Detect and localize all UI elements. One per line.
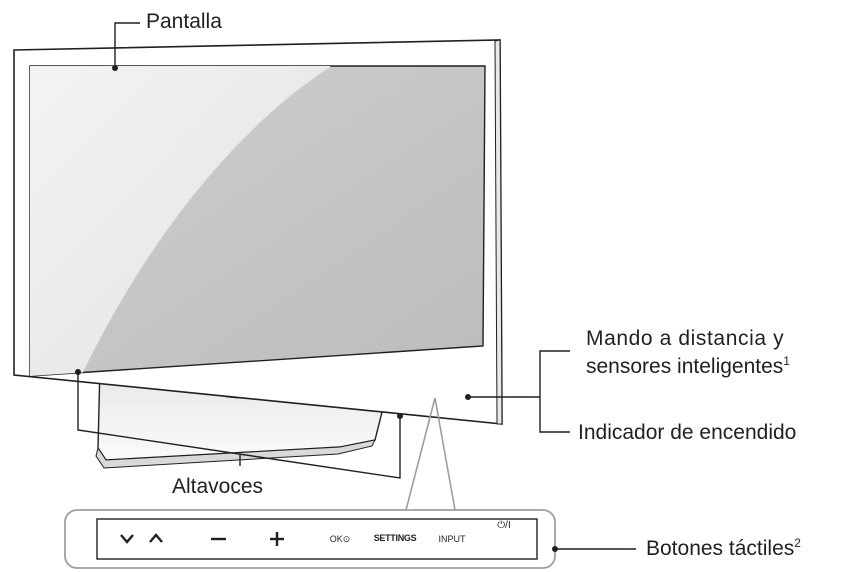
- chevron-up-icon: [149, 533, 163, 543]
- label-pantalla: Pantalla: [146, 10, 222, 33]
- sensor-callout-dot: [465, 394, 471, 400]
- speaker-right-dot: [397, 413, 403, 419]
- label-remote-sensor-line1: Mando a distancia y: [586, 327, 785, 350]
- chevron-down-icon: [120, 534, 134, 544]
- footnote-2: 2: [794, 536, 801, 550]
- label-touch-buttons: Botones táctiles2: [646, 537, 801, 561]
- remote-sensor-text: sensores inteligentes: [586, 355, 784, 378]
- sensor-callout: [468, 350, 570, 433]
- speaker-left-dot: [75, 369, 81, 375]
- touch-button-plus[interactable]: [270, 532, 284, 546]
- screen-callout-dot: [112, 65, 118, 71]
- plus-icon: [270, 532, 284, 546]
- screen-callout: [114, 22, 140, 68]
- label-altavoces: Altavoces: [172, 475, 264, 498]
- touch-button-ok[interactable]: OK⊙: [329, 534, 351, 544]
- label-power-indicator: Indicador de encendido: [578, 421, 797, 444]
- speakers-callout: [77, 372, 401, 479]
- touch-button-power[interactable]: ⏻/I: [497, 520, 511, 531]
- touch-button-input[interactable]: INPUT: [438, 534, 466, 544]
- touch-panel-inner: [96, 518, 538, 560]
- touch-button-up[interactable]: [149, 533, 163, 543]
- touch-panel-dot: [552, 546, 558, 552]
- touch-panel-zoom-lines: [405, 397, 456, 511]
- touch-buttons-text: Botones táctiles: [646, 537, 795, 560]
- touch-button-down[interactable]: [120, 534, 134, 544]
- label-remote-sensor-line2: sensores inteligentes1: [586, 355, 790, 379]
- footnote-1: 1: [783, 354, 790, 368]
- touch-button-settings[interactable]: SETTINGS: [373, 533, 417, 543]
- tv-screen: [29, 65, 486, 377]
